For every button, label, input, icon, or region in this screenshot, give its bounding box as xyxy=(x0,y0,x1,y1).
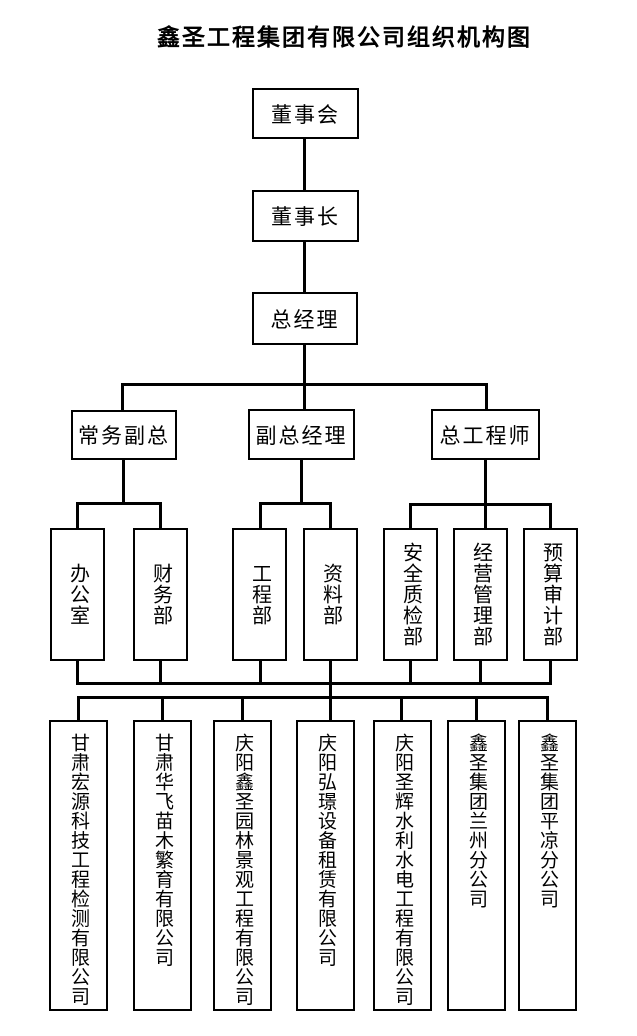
node-label: 董事会 xyxy=(271,102,340,127)
node-label: 总工程师 xyxy=(439,423,532,448)
company-label: 庆阳圣辉水利水电工程有限公司 xyxy=(392,733,413,1006)
node-general-manager: 总经理 xyxy=(252,292,358,345)
connector xyxy=(121,383,488,386)
node-label: 总经理 xyxy=(270,307,340,332)
node-chief-engineer: 总工程师 xyxy=(431,409,540,460)
company-gansu-hongyuan-testing: 甘肃宏源科技工程检测有限公司 xyxy=(49,720,108,1011)
connector xyxy=(159,661,162,684)
company-xinsheng-lanzhou-branch: 鑫圣集团兰州分公司 xyxy=(447,720,506,1011)
connector xyxy=(159,502,162,528)
connector xyxy=(549,503,552,528)
connector xyxy=(259,502,332,505)
dept-operations-management: 经营管理部 xyxy=(453,528,508,661)
node-label: 副总经理 xyxy=(255,423,348,448)
page-title: 鑫圣工程集团有限公司组织机构图 xyxy=(157,25,532,50)
dept-label: 预算审计部 xyxy=(539,542,562,647)
connector xyxy=(485,383,488,410)
connector xyxy=(303,242,306,292)
connector xyxy=(329,661,332,720)
node-executive-deputy-gm: 常务副总 xyxy=(71,410,177,460)
connector xyxy=(546,696,549,720)
company-label: 鑫圣集团平凉分公司 xyxy=(537,733,558,909)
connector xyxy=(241,696,244,720)
connector xyxy=(549,661,552,684)
company-xinsheng-pingliang-branch: 鑫圣集团平凉分公司 xyxy=(518,720,577,1011)
dept-budget-audit: 预算审计部 xyxy=(523,528,578,661)
connector xyxy=(329,502,332,528)
connector xyxy=(303,345,306,410)
company-qingyang-xinsheng-landscape: 庆阳鑫圣园林景观工程有限公司 xyxy=(213,720,272,1011)
dept-documents: 资料部 xyxy=(303,528,358,661)
connector xyxy=(77,696,80,720)
node-label: 董事长 xyxy=(271,205,340,229)
company-qingyang-shenghui-hydro: 庆阳圣辉水利水电工程有限公司 xyxy=(373,720,432,1011)
connector xyxy=(259,661,262,684)
connector xyxy=(259,502,262,528)
node-label: 常务副总 xyxy=(78,424,170,448)
node-chairman: 董事长 xyxy=(252,190,359,242)
dept-label: 经营管理部 xyxy=(469,542,492,647)
connector xyxy=(409,503,552,506)
connector xyxy=(76,502,79,528)
company-label: 甘肃华飞苗木繁育有限公司 xyxy=(152,733,173,967)
connector-bus-collector xyxy=(76,682,552,685)
connector xyxy=(161,696,164,720)
connector xyxy=(409,503,412,528)
connector-bus-distributor xyxy=(77,696,549,699)
dept-label: 资料部 xyxy=(319,563,342,626)
dept-finance: 财务部 xyxy=(133,528,188,661)
dept-label: 办公室 xyxy=(66,563,89,626)
node-board-of-directors: 董事会 xyxy=(252,88,359,139)
connector xyxy=(303,139,306,190)
dept-label: 工程部 xyxy=(248,563,271,626)
dept-label: 财务部 xyxy=(149,563,172,626)
connector xyxy=(76,661,79,684)
connector xyxy=(121,383,124,411)
company-label: 庆阳弘璟设备租赁有限公司 xyxy=(315,733,336,967)
dept-safety-quality: 安全质检部 xyxy=(383,528,438,661)
connector xyxy=(400,696,403,720)
connector xyxy=(76,502,162,505)
company-label: 甘肃宏源科技工程检测有限公司 xyxy=(68,733,89,1006)
company-label: 鑫圣集团兰州分公司 xyxy=(466,733,487,909)
connector xyxy=(409,661,412,684)
connector xyxy=(479,661,482,684)
company-label: 庆阳鑫圣园林景观工程有限公司 xyxy=(232,733,253,1006)
dept-engineering: 工程部 xyxy=(232,528,287,661)
company-qingyang-hongjing-equipment: 庆阳弘璟设备租赁有限公司 xyxy=(296,720,355,1011)
connector xyxy=(475,696,478,720)
company-gansu-huafei-seedling: 甘肃华飞苗木繁育有限公司 xyxy=(133,720,192,1011)
connector xyxy=(122,460,125,504)
dept-office: 办公室 xyxy=(50,528,105,661)
connector xyxy=(484,460,487,528)
node-deputy-general-manager: 副总经理 xyxy=(248,409,355,460)
dept-label: 安全质检部 xyxy=(399,542,422,647)
connector xyxy=(300,460,303,504)
